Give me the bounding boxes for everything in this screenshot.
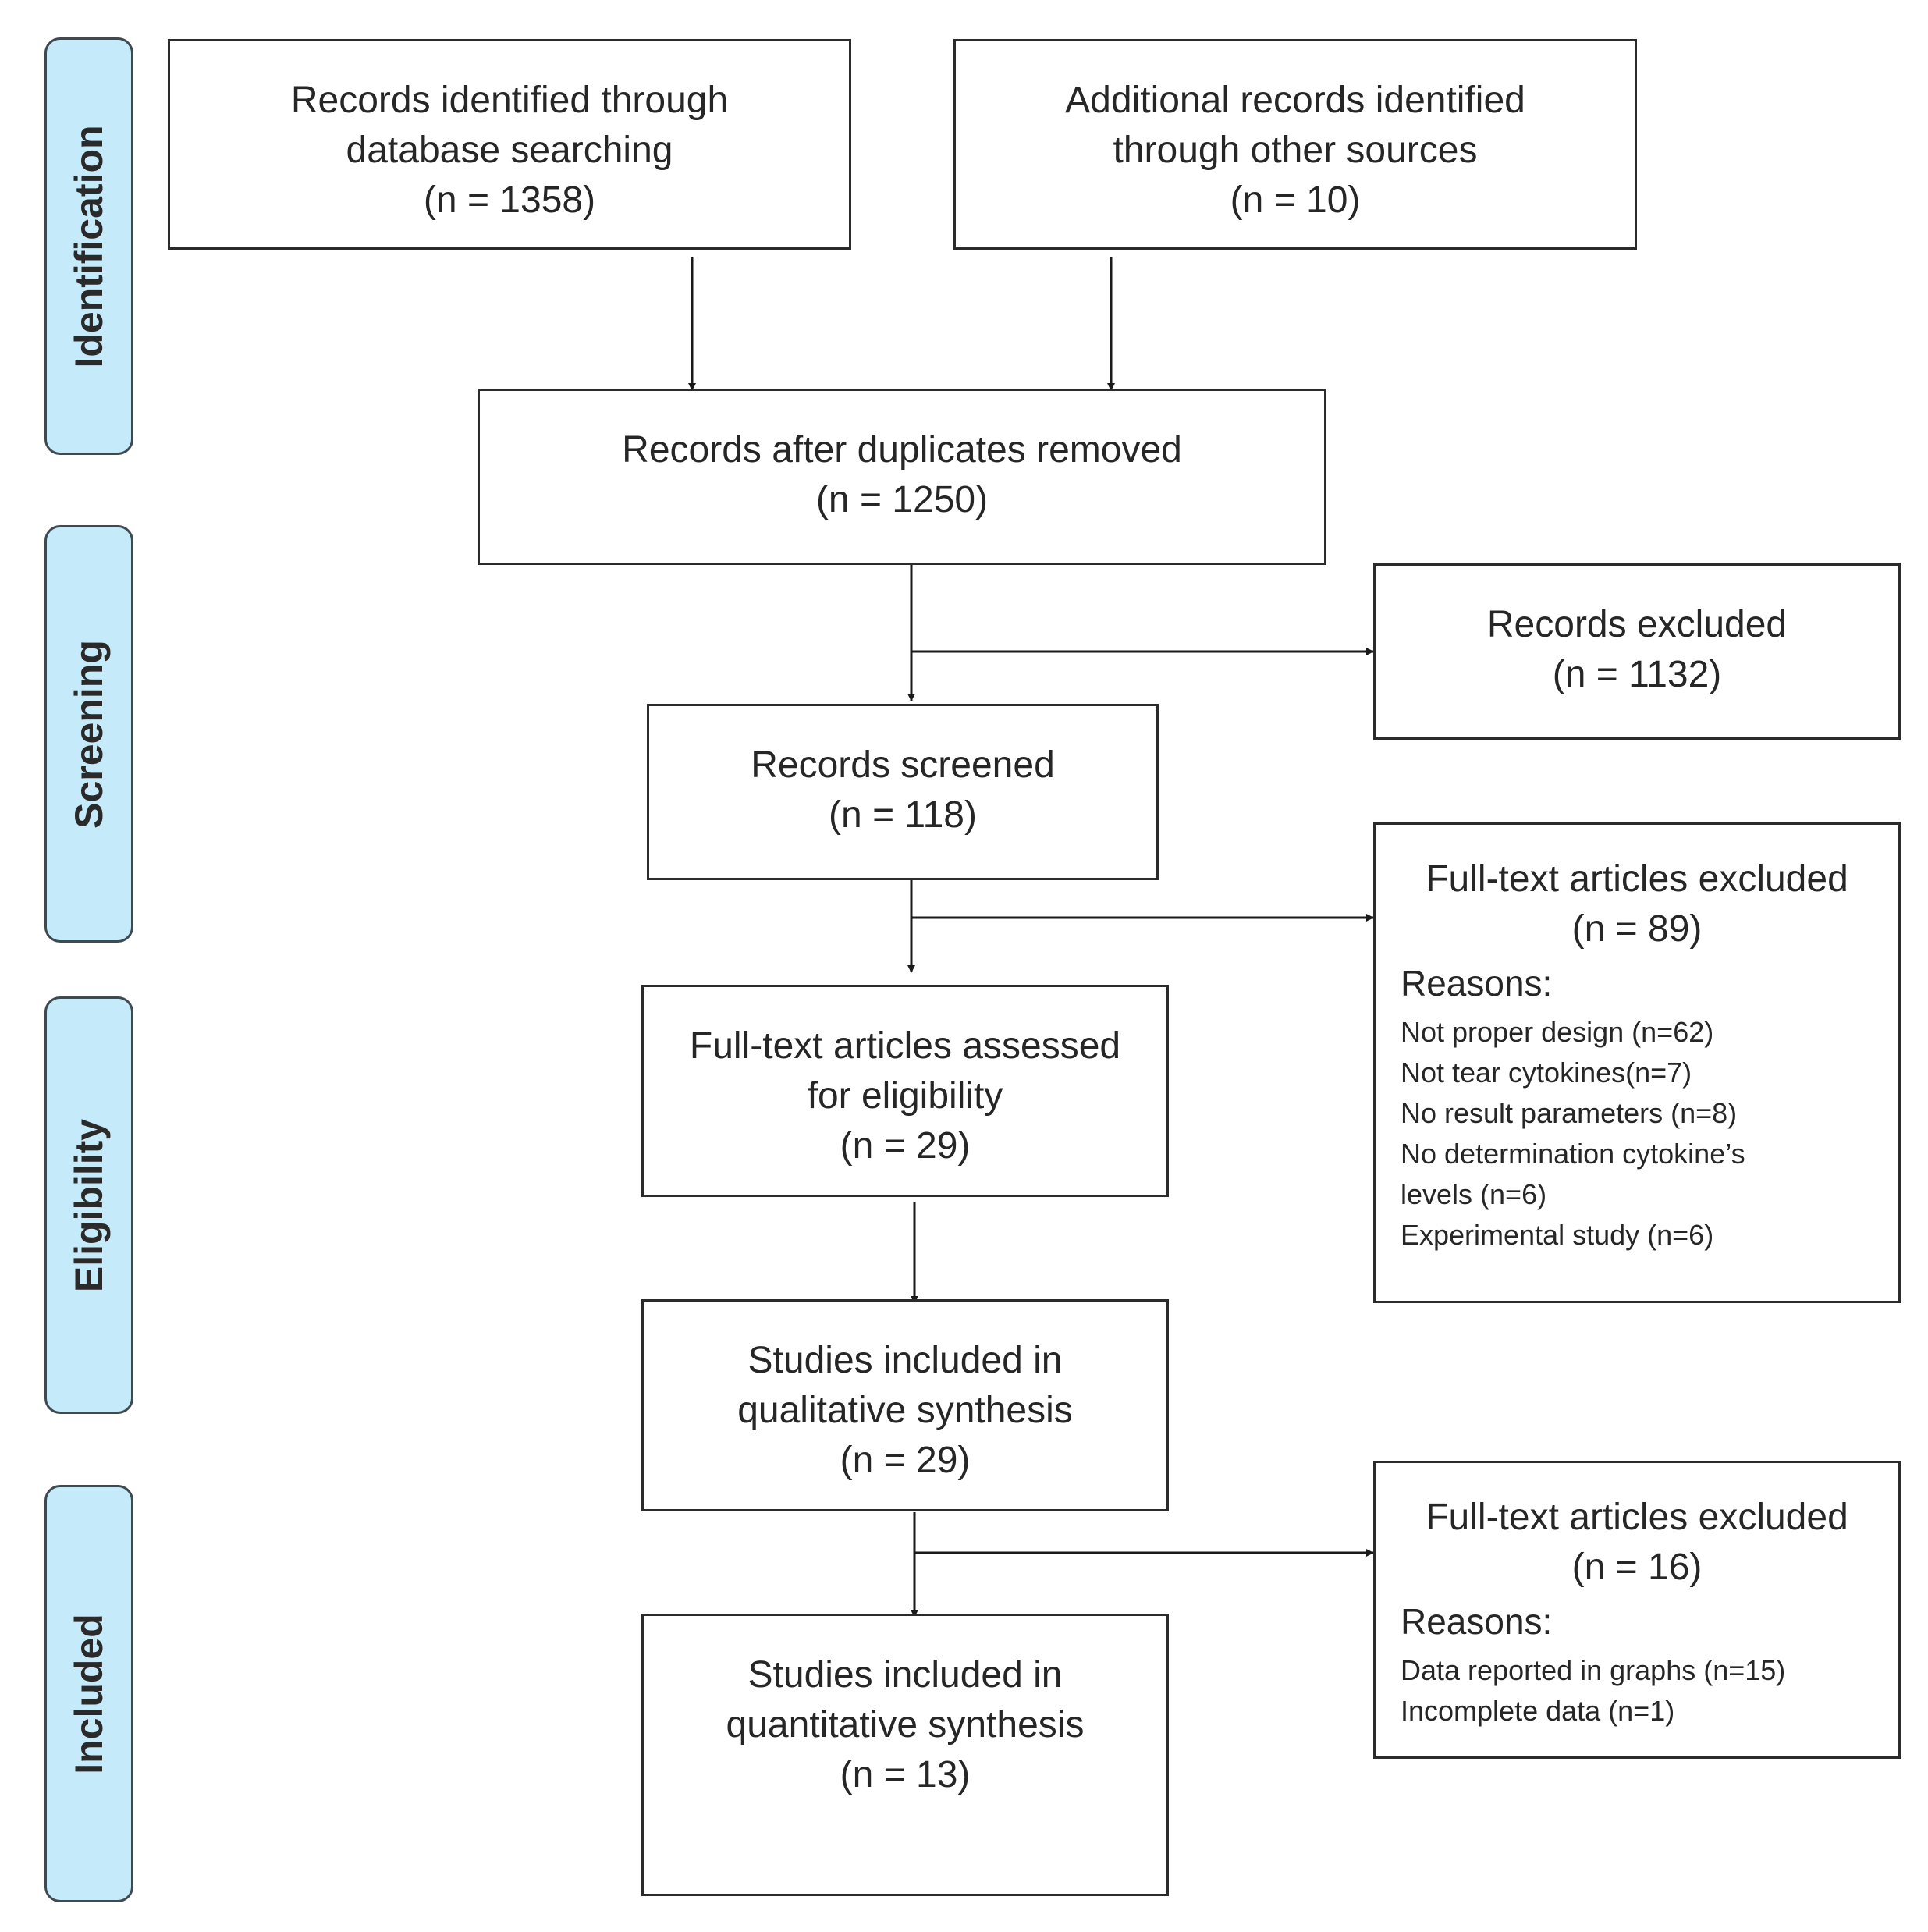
reason-item: levels (n=6) [1401,1178,1547,1210]
box-qualitative-count: (n = 29) [840,1440,971,1481]
box-assessed-text: Full-text articles assessed for eligibil… [644,1021,1166,1171]
phase-identification: Identification [44,37,133,455]
reason-item: No determination cytokine’s [1401,1138,1745,1170]
box-fulltext-excluded-2-heading: Full-text articles excluded (n = 16) [1376,1493,1898,1593]
box-quantitative-text: Studies included in quantitative synthes… [644,1650,1166,1800]
phase-screening: Screening [44,525,133,943]
box-records-screened: Records screened (n = 118) [647,704,1159,880]
box-quantitative-line2: quantitative synthesis [726,1704,1085,1746]
phase-included: Included [44,1485,133,1902]
box-quantitative-count: (n = 13) [840,1754,971,1795]
box-fulltext-excluded-2-line1: Full-text articles excluded [1426,1497,1848,1538]
box-other-sources-text: Additional records identified through ot… [956,76,1635,226]
reason-item: Experimental study (n=6) [1401,1219,1714,1251]
box-database-records-text: Records identified through database sear… [170,76,849,226]
box-assessed-line2: for eligibility [807,1075,1003,1117]
box-qualitative-line1: Studies included in [747,1340,1063,1381]
box-fulltext-excluded-1-line1: Full-text articles excluded [1426,858,1848,900]
box-duplicates-removed: Records after duplicates removed (n = 12… [478,389,1326,565]
reason-item: No result parameters (n=8) [1401,1097,1738,1129]
reason-item: Not proper design (n=62) [1401,1016,1714,1048]
box-qualitative-text: Studies included in qualitative synthesi… [644,1336,1166,1486]
box-other-line2: through other sources [1113,130,1478,171]
box-database-records: Records identified through database sear… [168,39,851,250]
box-other-line1: Additional records identified [1065,80,1525,121]
box-fulltext-excluded-2-count: (n = 16) [1571,1547,1703,1588]
box-records-excluded-text: Records excluded (n = 1132) [1376,600,1898,700]
box-fulltext-excluded-1-heading: Full-text articles excluded (n = 89) [1376,854,1898,954]
box-assessed-count: (n = 29) [840,1125,971,1167]
box-fulltext-excluded-2-reasons: Reasons: Data reported in graphs (n=15) … [1401,1596,1806,1731]
reason-item: Incomplete data (n=1) [1401,1695,1675,1727]
box-screened-text: Records screened (n = 118) [649,740,1156,840]
box-database-count: (n = 1358) [423,179,596,221]
box-fulltext-excluded-1-reasons: Reasons: Not proper design (n=62) Not te… [1401,957,1806,1255]
box-excluded-line1: Records excluded [1486,604,1788,645]
box-assessed-line1: Full-text articles assessed [689,1025,1121,1067]
box-database-line1: Records identified through [290,80,729,121]
box-records-excluded: Records excluded (n = 1132) [1373,563,1901,740]
box-fulltext-assessed: Full-text articles assessed for eligibil… [641,985,1169,1197]
phase-eligibility: Eligibility [44,996,133,1414]
box-database-line2: database searching [346,130,673,171]
box-duplicates-text: Records after duplicates removed (n = 12… [480,425,1324,525]
box-screened-count: (n = 118) [829,794,977,836]
box-duplicates-count: (n = 1250) [815,479,989,520]
box-fulltext-excluded-1: Full-text articles excluded (n = 89) Rea… [1373,822,1901,1303]
box-quantitative-line1: Studies included in [747,1654,1063,1696]
box-quantitative-synthesis: Studies included in quantitative synthes… [641,1614,1169,1896]
box-qualitative-line2: qualitative synthesis [737,1390,1073,1431]
box-fulltext-excluded-1-count: (n = 89) [1571,908,1703,950]
reasons-label-1: Reasons: [1401,963,1553,1003]
reason-item: Data reported in graphs (n=15) [1401,1654,1786,1686]
box-duplicates-line1: Records after duplicates removed [622,429,1182,471]
box-screened-line1: Records screened [751,744,1055,786]
box-excluded-count: (n = 1132) [1552,654,1722,695]
box-qualitative-synthesis: Studies included in qualitative synthesi… [641,1299,1169,1511]
reasons-label-2: Reasons: [1401,1601,1553,1642]
reason-item: Not tear cytokines(n=7) [1401,1057,1692,1089]
box-other-sources: Additional records identified through ot… [953,39,1637,250]
box-fulltext-excluded-2: Full-text articles excluded (n = 16) Rea… [1373,1461,1901,1759]
box-other-count: (n = 10) [1230,179,1361,221]
